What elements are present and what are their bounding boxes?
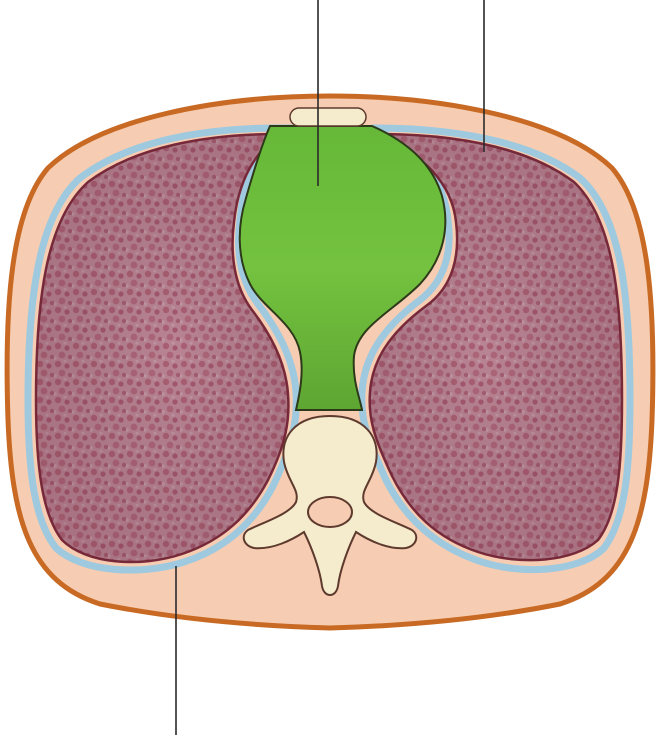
vertebral-foramen	[308, 497, 352, 527]
sternum	[290, 108, 366, 126]
